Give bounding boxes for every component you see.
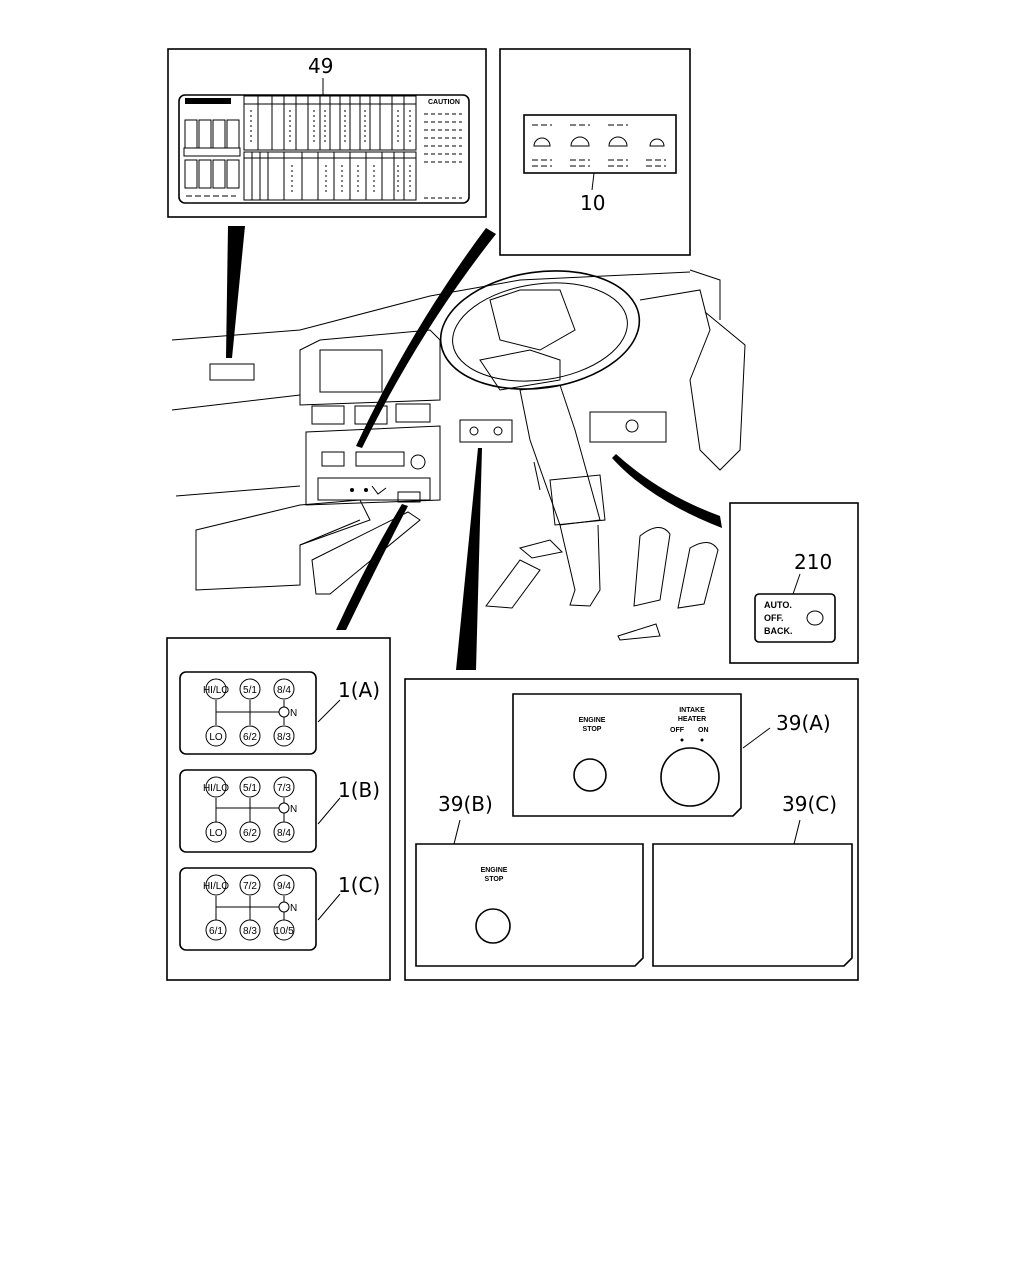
engine-stop-button bbox=[475, 908, 511, 944]
neutral-label: N bbox=[290, 903, 297, 914]
gear-label: 7/2 bbox=[243, 881, 257, 892]
gear-label: HI/LO bbox=[203, 881, 229, 892]
caution-text: CAUTION bbox=[428, 99, 460, 106]
shift-pattern-1b: HI/LO 5/1 7/3 LO 6/2 8/4 N 1(B) bbox=[179, 769, 380, 853]
gear-label: 8/4 bbox=[277, 828, 291, 839]
label-210-panel: 210 AUTO. OFF. BACK. bbox=[729, 502, 859, 664]
shift-pattern-1c: HI/LO 7/2 9/4 6/1 8/3 10/5 N 1(C) bbox=[179, 867, 380, 951]
off-text: OFF bbox=[670, 727, 685, 734]
label-10-panel: 10 bbox=[499, 48, 691, 256]
neutral-label: N bbox=[290, 708, 297, 719]
callout-39a: 39(A) bbox=[776, 711, 831, 735]
engine-stop-button bbox=[573, 758, 607, 792]
panel-39c: 39(C) bbox=[652, 792, 853, 967]
callout-10: 10 bbox=[580, 191, 605, 215]
gear-label: 8/4 bbox=[277, 685, 291, 696]
gear-label: LO bbox=[209, 732, 223, 743]
callout-39c: 39(C) bbox=[782, 792, 837, 816]
intake-heater-knob bbox=[660, 747, 720, 807]
gear-label: 8/3 bbox=[277, 732, 291, 743]
gear-label: 9/4 bbox=[277, 881, 291, 892]
gear-label: 6/1 bbox=[209, 926, 223, 937]
panel-39b: 39(B) ENGINE STOP bbox=[415, 792, 644, 967]
gear-label: 7/3 bbox=[277, 783, 291, 794]
gear-label: 6/2 bbox=[243, 732, 257, 743]
gear-label: 10/5 bbox=[274, 926, 294, 937]
shift-pattern-1a: HI/LO 5/1 8/4 LO 6/2 8/3 N 1(A) bbox=[179, 671, 380, 755]
gear-label: 6/2 bbox=[243, 828, 257, 839]
fuse-table bbox=[243, 95, 417, 201]
callout-39b: 39(B) bbox=[438, 792, 493, 816]
gear-label: 5/1 bbox=[243, 685, 257, 696]
gear-label: HI/LO bbox=[203, 685, 229, 696]
auto-text: AUTO. bbox=[764, 600, 792, 610]
callout-1b: 1(B) bbox=[338, 778, 380, 802]
callout-1c: 1(C) bbox=[338, 873, 380, 897]
intake-text: INTAKE bbox=[679, 707, 705, 714]
panel-39a: ENGINE STOP INTAKE HEATER OFF ON 39(A) bbox=[512, 693, 831, 817]
heater-text: HEATER bbox=[678, 716, 706, 723]
neutral-label: N bbox=[290, 804, 297, 815]
gear-label: LO bbox=[209, 828, 223, 839]
gear-label: HI/LO bbox=[203, 783, 229, 794]
relay-icons bbox=[183, 119, 241, 197]
gear-label: 8/3 bbox=[243, 926, 257, 937]
stop-text: STOP bbox=[485, 876, 504, 883]
engine-text: ENGINE bbox=[579, 717, 606, 724]
off-text: OFF. bbox=[764, 613, 784, 623]
shift-pattern-panel: HI/LO 5/1 8/4 LO 6/2 8/3 N 1(A) HI/LO 5/… bbox=[166, 637, 391, 981]
cab-dashboard-illustration bbox=[171, 226, 746, 670]
back-text: BACK. bbox=[764, 626, 793, 636]
callout-49: 49 bbox=[308, 54, 333, 78]
gear-label: 5/1 bbox=[243, 783, 257, 794]
callout-210: 210 bbox=[794, 550, 832, 574]
label-49-panel: 49 bbox=[167, 48, 487, 218]
engine-stop-panels: ENGINE STOP INTAKE HEATER OFF ON 39(A) 3… bbox=[404, 678, 859, 981]
engine-text: ENGINE bbox=[481, 867, 508, 874]
stop-text: STOP bbox=[583, 726, 602, 733]
callout-1a: 1(A) bbox=[338, 678, 380, 702]
on-text: ON bbox=[698, 727, 709, 734]
